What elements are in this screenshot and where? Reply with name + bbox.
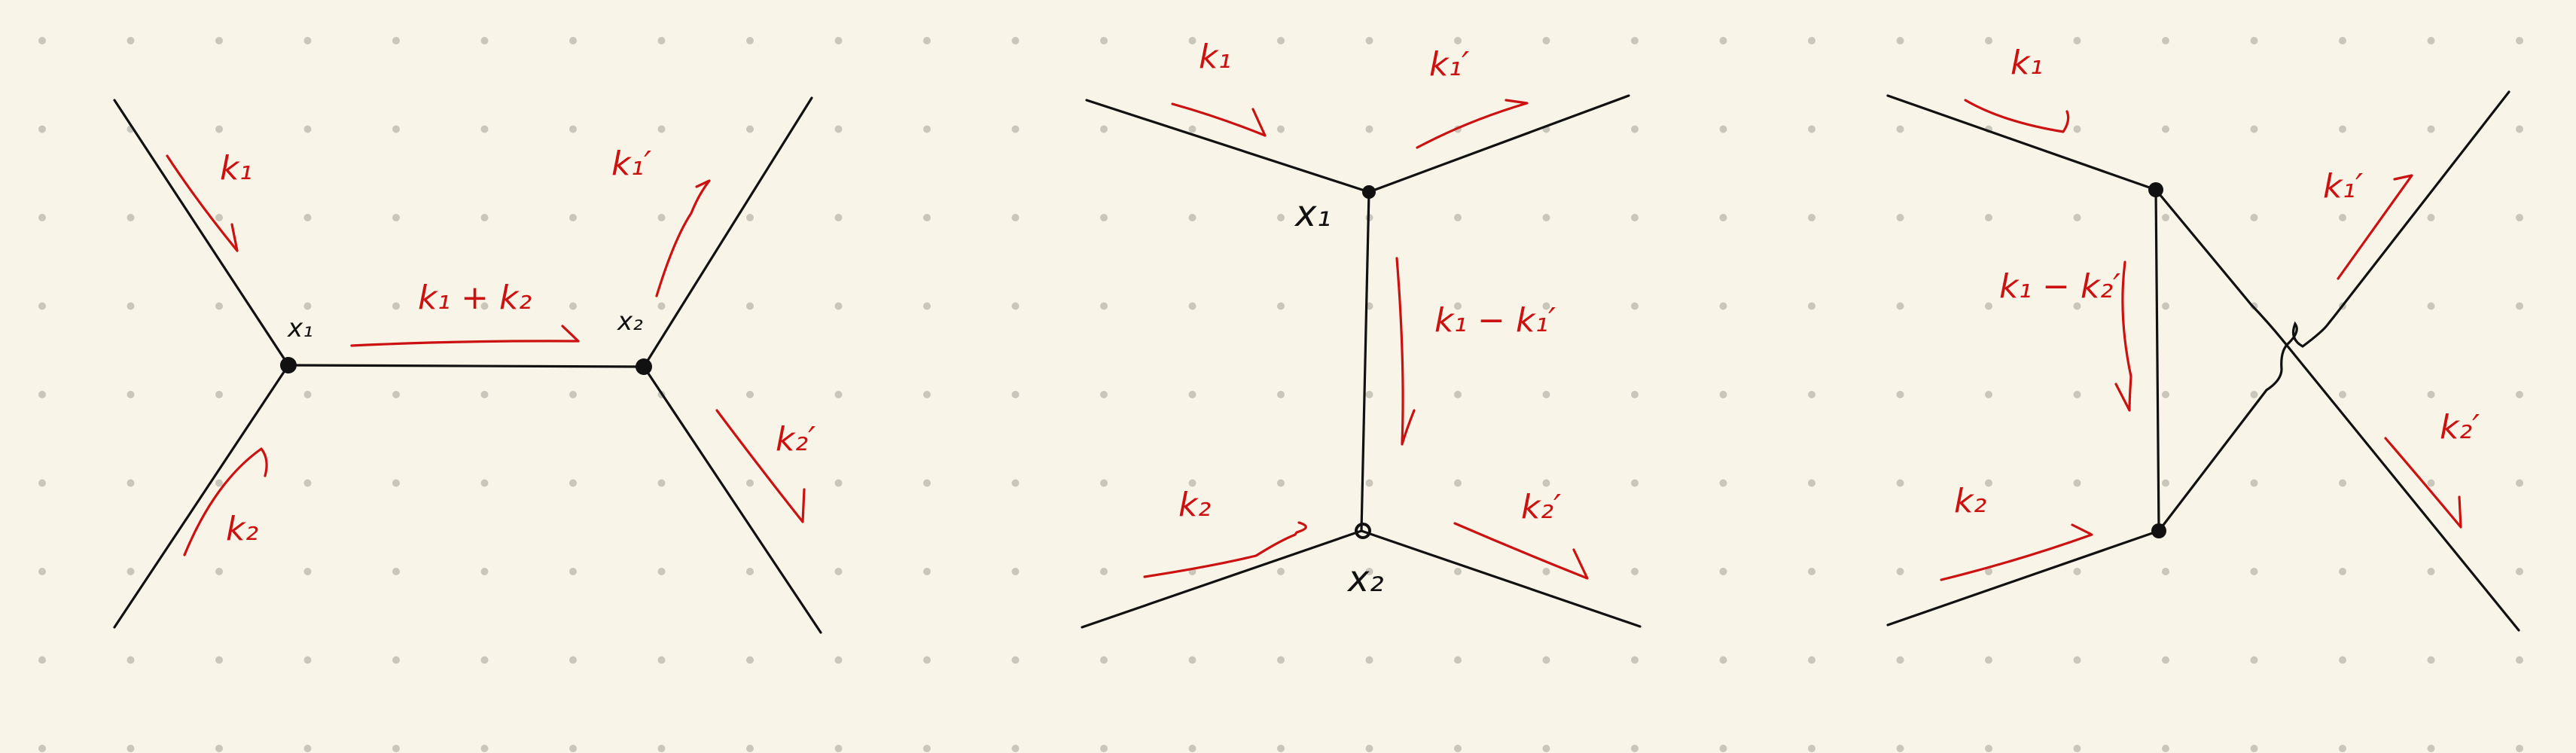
arrow-k2 <box>1143 521 1307 578</box>
label-vertex-x1: x₁ <box>287 313 313 343</box>
leg-k1 <box>1886 94 2157 191</box>
label-propagator: k₁ − k₂′ <box>1999 267 2120 306</box>
label-k1: k₁ <box>2010 44 2043 82</box>
arrow-k1-minus-k1-prime <box>1395 257 1416 446</box>
arrow-k1-plus-k2 <box>350 325 580 347</box>
label-propagator: k₁ + k₂ <box>418 279 532 317</box>
arrow-k1-minus-k2-prime <box>2114 261 2132 412</box>
arrow-k2-prime <box>1453 522 1589 580</box>
arrow-k1-prime <box>2337 174 2413 280</box>
leg-k2 <box>1081 529 1363 629</box>
arrow-k1 <box>1171 102 1267 137</box>
vertex-x2 <box>1355 523 1371 539</box>
arrow-k1-prime <box>655 179 711 297</box>
label-k1-prime: k₁′ <box>611 145 651 183</box>
vertex-bottom <box>2151 523 2166 538</box>
label-k1-prime: k₁′ <box>1429 45 1469 84</box>
label-k2-prime: k₂′ <box>1521 488 1561 526</box>
leg-k1-prime <box>1367 94 1630 194</box>
diagram-u-channel: k₁ k₂ k₁′ k₂′ k₁ − k₂′ <box>1886 44 2520 632</box>
propagator-line <box>1360 191 1370 532</box>
label-propagator: k₁ − k₁′ <box>1434 301 1556 340</box>
arrow-k2-prime <box>715 409 806 523</box>
leg-k1 <box>113 99 290 367</box>
label-k1: k₁ <box>220 149 252 187</box>
leg-k1 <box>1085 99 1370 194</box>
label-vertex-x2: x₂ <box>617 306 643 337</box>
leg-k2-prime <box>642 365 822 634</box>
leg-k2 <box>1886 529 2160 626</box>
vertex-x1 <box>280 357 297 373</box>
arrow-k1 <box>1964 99 2070 133</box>
vertex-x1 <box>1362 185 1376 199</box>
label-k1: k₁ <box>1199 38 1231 76</box>
label-vertex-x2: x₂ <box>1346 558 1384 600</box>
label-k2: k₂ <box>1954 482 1986 520</box>
leg-k2 <box>113 364 290 629</box>
dot-grid <box>38 37 2523 752</box>
label-k2-prime: k₂′ <box>776 420 815 459</box>
propagator-line <box>2154 188 2160 532</box>
diagram-s-channel: k₁ k₂ k₁′ k₂′ k₁ + k₂ x₁ x₂ <box>113 96 822 634</box>
leg-k1-prime <box>642 96 813 368</box>
vertex-x2 <box>636 358 652 375</box>
label-k2-prime: k₂′ <box>2440 408 2480 447</box>
arrow-k2 <box>183 447 268 556</box>
leg-k2-prime <box>2154 188 2520 632</box>
arrow-k1 <box>166 154 239 252</box>
label-k1-prime: k₁′ <box>2323 167 2363 206</box>
label-k2: k₂ <box>1178 486 1211 524</box>
arrow-k1-prime <box>1416 99 1529 149</box>
leg-k2-prime <box>1360 529 1642 628</box>
diagram-t-channel: k₁ k₁′ k₁ − k₁′ k₂ k₂′ x₁ x₂ <box>1081 38 1642 629</box>
label-vertex-x1: x₁ <box>1294 193 1331 235</box>
leg-k1-prime <box>2157 90 2510 532</box>
vertex-top <box>2148 182 2163 197</box>
arrow-k2 <box>1940 523 2093 581</box>
propagator-line <box>287 364 645 368</box>
label-k2: k₂ <box>226 510 258 548</box>
arrow-k2-prime <box>2384 437 2462 529</box>
